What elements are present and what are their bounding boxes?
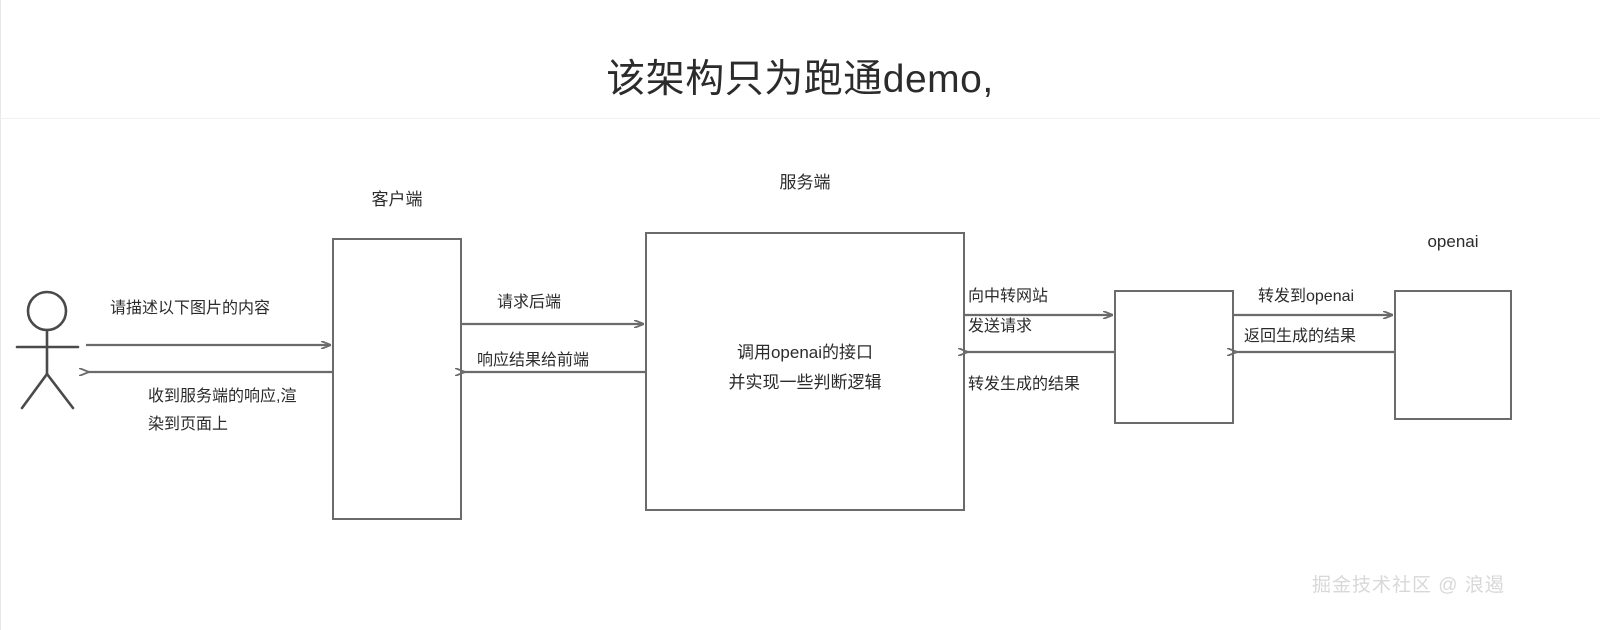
- flow-label-server-to-relay-line1: 向中转网站: [968, 288, 1049, 305]
- relay-box: [1114, 290, 1234, 424]
- flow-label-relay-to-server: 转发生成的结果: [968, 376, 1081, 393]
- flow-label-relay-to-openai: 转发到openai: [1258, 288, 1355, 305]
- flow-label-openai-to-relay: 返回生成的结果: [1244, 328, 1357, 345]
- flow-label-server-to-relay-line2: 发送请求: [968, 318, 1033, 335]
- stick-figure-leg-left: [20, 372, 49, 410]
- top-divider-line: [0, 118, 1600, 119]
- page-title: 该架构只为跑通demo,: [606, 58, 994, 101]
- server-box-label: 服务端: [779, 173, 831, 192]
- client-box: [332, 238, 462, 520]
- stick-figure-user: [15, 290, 80, 410]
- openai-box: [1394, 290, 1512, 420]
- flow-label-client-to-user-line2: 染到页面上: [148, 416, 229, 433]
- flow-label-client-to-server: 请求后端: [497, 294, 562, 311]
- left-edge-line: [0, 0, 1, 630]
- server-box-text-line2: 并实现一些判断逻辑: [728, 373, 882, 392]
- stick-figure-leg-right: [45, 372, 75, 410]
- server-box: [645, 232, 965, 511]
- openai-box-label: openai: [1427, 232, 1479, 251]
- flow-label-client-to-user-line1: 收到服务端的响应,渲: [148, 388, 297, 405]
- client-box-label: 客户端: [371, 190, 423, 209]
- stick-figure-head: [26, 290, 68, 332]
- watermark: 掘金技术社区 @ 浪遏: [1312, 575, 1505, 596]
- flow-label-user-to-client: 请描述以下图片的内容: [110, 300, 271, 317]
- server-box-text-line1: 调用openai的接口: [736, 343, 874, 362]
- flow-label-server-to-client: 响应结果给前端: [477, 352, 590, 369]
